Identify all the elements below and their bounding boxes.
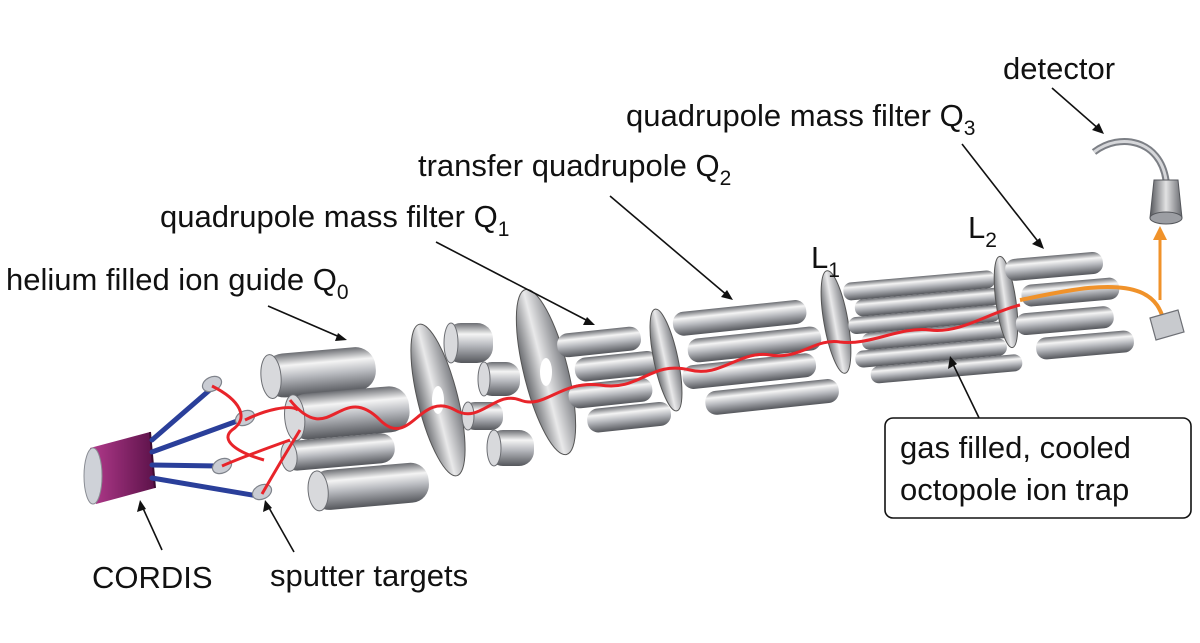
source-wires [149, 385, 261, 499]
ion-guide-q0 [260, 347, 429, 512]
leader-sputter [267, 505, 295, 553]
detector [1091, 137, 1183, 225]
ion-beam-exit [1019, 284, 1168, 327]
leader-trap [951, 361, 983, 425]
octopole-ion-trap [843, 270, 1023, 384]
label-detector: detector [1003, 51, 1115, 86]
label-q3: quadrupole mass filter Q3 [626, 98, 975, 140]
label-l2: L2 [968, 210, 997, 252]
conversion-dynode [1149, 309, 1185, 341]
ion-beam [211, 303, 1021, 495]
deflector-rods [443, 322, 534, 467]
arrowhead-q3 [1032, 238, 1044, 249]
label-l1: L1 [811, 240, 840, 282]
arrowhead-cordis [137, 500, 146, 512]
leader-q3 [961, 143, 1041, 245]
label-sputter-targets: sputter targets [270, 558, 468, 593]
leader-q0 [267, 305, 343, 339]
cordis-source [83, 431, 156, 505]
arrowhead-q1 [583, 317, 595, 325]
leader-detector [1051, 87, 1101, 131]
arrowhead-q2 [721, 290, 733, 300]
q1-entrance-ring [515, 288, 577, 456]
sputter-targets [201, 375, 273, 501]
arrowhead-trap [948, 356, 957, 369]
lens-l2 [993, 255, 1019, 349]
trap-label-box: gas filled, cooled octopole ion trap [884, 417, 1192, 519]
label-q1: quadrupole mass filter Q1 [160, 199, 509, 241]
label-q0: helium filled ion guide Q0 [6, 262, 349, 304]
label-cordis: CORDIS [92, 560, 213, 595]
beam-arrowhead [1153, 226, 1167, 240]
quadrupole-q2 [672, 300, 839, 415]
quadrupole-q3 [1005, 251, 1134, 360]
leader-lines [137, 87, 1104, 553]
label-trap-line1: gas filled, cooled [900, 430, 1131, 465]
leader-q1 [435, 241, 591, 323]
lens-l1 [820, 270, 852, 374]
label-trap-line2: octopole ion trap [900, 472, 1129, 507]
arrowhead-detector [1092, 123, 1104, 134]
leader-cordis [141, 505, 163, 551]
arrowhead-q0 [335, 333, 347, 341]
q2-entrance-ring [649, 308, 683, 412]
arrowhead-sputter [263, 500, 272, 512]
leader-q2 [609, 195, 729, 297]
label-q2: transfer quadrupole Q2 [418, 148, 731, 190]
